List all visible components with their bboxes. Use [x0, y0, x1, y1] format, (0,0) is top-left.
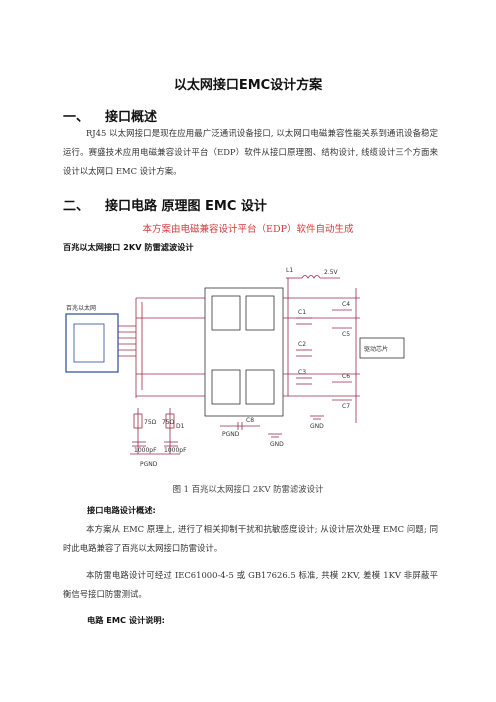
label-2v5: 2.5V: [324, 269, 339, 276]
overview-paragraph: RJ45 以太网接口是现在应用最广泛通讯设备接口, 以太网口电磁兼容性能关系到通…: [63, 128, 438, 176]
label-d1: D1: [176, 423, 185, 430]
emc-notes-label: 电路 EMC 设计说明:: [87, 615, 165, 625]
label-c2: C2: [298, 341, 306, 348]
label-gnd: GND: [310, 423, 324, 430]
label-r75a: 75Ω: [144, 419, 157, 426]
schematic-subtitle: 百兆以太网接口 2KV 防雷滤波设计: [63, 242, 194, 252]
label-c7: C7: [342, 403, 350, 410]
page-title: 以太网接口EMC设计方案: [173, 78, 323, 93]
label-c3: C3: [298, 369, 306, 376]
overview-label: 接口电路设计概述:: [87, 505, 156, 515]
label-l1: L1: [286, 267, 293, 274]
lightning-paragraph: 本防雷电路设计可经过 IEC61000-4-5 或 GB17626.5 标准, …: [63, 570, 438, 599]
label-c4: C4: [342, 301, 350, 308]
label-pgnd: PGND: [222, 431, 240, 438]
auto-generated-note: 本方案由电磁兼容设计平台（EDP）软件自动生成: [142, 224, 354, 235]
section-title-2: 接口电路 原理图 EMC 设计: [105, 199, 267, 214]
rj45-connector: [65, 313, 119, 373]
label-c1: C1: [298, 309, 306, 316]
design-paragraph: 本方案从 EMC 原理上, 进行了相关抑制干扰和抗敏感度设计; 从设计层次处理 …: [63, 524, 438, 553]
chip-label: 驱动芯片: [364, 345, 388, 353]
figure-caption: 图 1 百兆以太网接口 2KV 防雷滤波设计: [172, 484, 324, 494]
transformer-module: [204, 287, 284, 417]
driver-chip: [359, 337, 405, 359]
section-heading-1: 一、接口概述: [63, 106, 157, 125]
label-gnd2: GND: [270, 441, 284, 448]
connector-label: 百兆以太网: [66, 304, 96, 312]
label-c8: C8: [246, 417, 254, 424]
section-heading-2: 二、接口电路 原理图 EMC 设计: [63, 195, 267, 214]
label-r75b: 75Ω: [162, 419, 175, 426]
label-cap-a: 1000pF: [134, 447, 157, 454]
label-cap-b: 1000pF: [164, 447, 187, 454]
section-title-1: 接口概述: [105, 110, 158, 125]
section-number-2: 二、: [63, 199, 90, 214]
ethernet-schematic: 百兆以太网 驱动芯片 L1 2.5V C1 C2 C3 C4 C5 C6 C7 …: [65, 267, 405, 468]
section-number-1: 一、: [63, 110, 90, 125]
label-pgnd2: PGND: [140, 461, 158, 468]
label-c6: C6: [342, 373, 350, 380]
label-c5: C5: [342, 331, 350, 338]
